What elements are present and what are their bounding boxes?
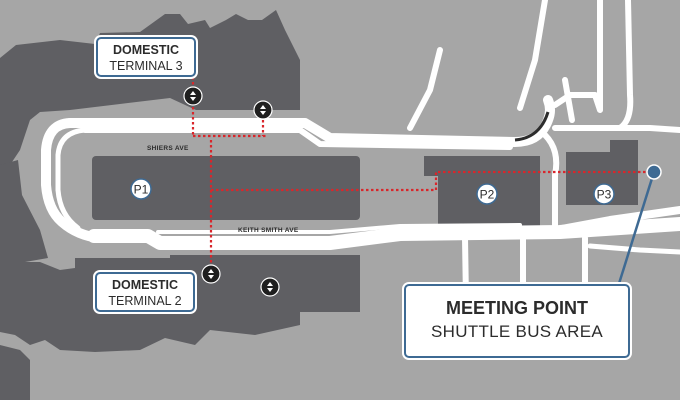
road-north-1 — [407, 47, 443, 131]
road-north-4 — [562, 77, 575, 123]
p3-marker — [593, 183, 615, 205]
p1-label: P1 — [134, 183, 149, 197]
terminal-3-label[interactable]: DOMESTIC TERMINAL 3 — [96, 37, 196, 77]
route-p1-p2 — [211, 170, 650, 192]
road-east-lower-2 — [587, 243, 680, 255]
terminal-3-type: DOMESTIC — [113, 43, 179, 57]
street-label-keith: KEITH SMITH AVE — [238, 227, 299, 234]
road-loop-left-inner — [55, 127, 88, 231]
meeting-point-subtitle: SHUTTLE BUS AREA — [430, 322, 603, 341]
transfer-icon[interactable] — [253, 100, 273, 120]
road-east-curve — [617, 0, 634, 131]
p3-label: P3 — [597, 188, 612, 202]
parking-markers: P1 P2 P3 — [130, 178, 615, 205]
left-apron-building — [0, 160, 48, 262]
p1-marker — [130, 178, 152, 200]
p2-label: P2 — [480, 188, 495, 202]
road-north-2 — [517, 0, 548, 111]
transfer-icon[interactable] — [201, 264, 221, 284]
terminal-3-name: TERMINAL 3 — [109, 59, 183, 73]
ramp-detail — [514, 111, 550, 142]
keith-inner — [156, 223, 522, 234]
road-north-3 — [552, 0, 603, 113]
road-loop-outer — [65, 95, 555, 147]
road-east-lower — [541, 206, 680, 236]
road-east-top — [552, 125, 680, 133]
roads — [41, 0, 680, 303]
p1-lot — [92, 156, 360, 220]
t2-lower-piece — [0, 345, 30, 400]
p2-marker — [476, 183, 498, 205]
terminal-2-name: TERMINAL 2 — [108, 294, 182, 308]
terminal-3-building — [0, 10, 300, 165]
transfer-icons — [183, 86, 280, 297]
transfer-icon[interactable] — [260, 277, 280, 297]
p3-lot — [566, 140, 638, 205]
location-pin-icon[interactable] — [646, 164, 662, 180]
terminal-2-type: DOMESTIC — [112, 278, 178, 292]
meeting-leader-line — [615, 171, 656, 291]
road-loop-end — [542, 132, 560, 235]
street-label-shiers: SHIERS AVE — [147, 145, 189, 152]
meeting-point-callout[interactable]: MEETING POINT SHUTTLE BUS AREA — [404, 284, 630, 358]
terminal-2-label[interactable]: DOMESTIC TERMINAL 2 — [95, 272, 195, 312]
transfer-icon[interactable] — [183, 86, 203, 106]
road-loop-left — [41, 118, 105, 243]
meeting-point-title: MEETING POINT — [445, 298, 588, 318]
road-loop-inner-top — [82, 127, 513, 150]
